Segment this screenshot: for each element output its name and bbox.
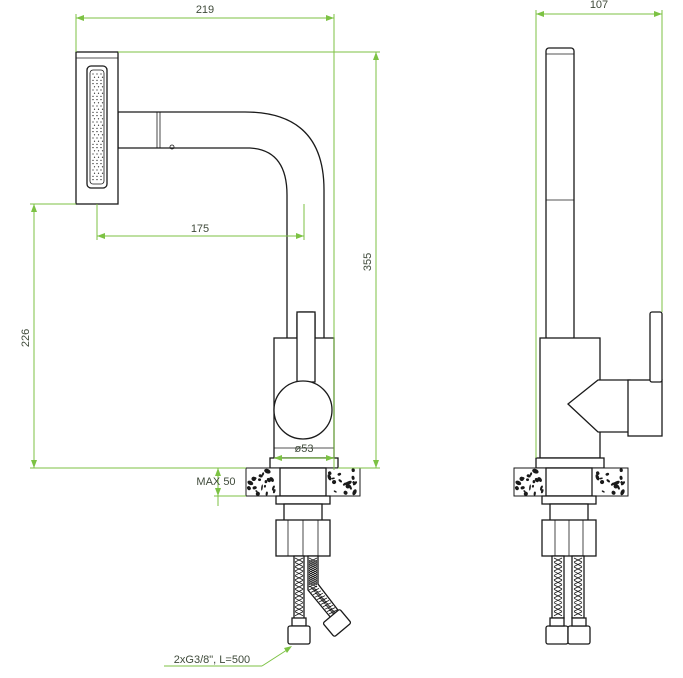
spout-reach-label: 175 (191, 223, 209, 235)
spout-pipe (117, 111, 325, 341)
hose-left (293, 555, 305, 621)
fixing-nut (275, 495, 331, 505)
side-handle-lever (649, 311, 663, 383)
hose-spec-label: 2xG3/8", L=500 (174, 654, 250, 666)
spout-height-label: 226 (20, 329, 32, 347)
max-deck-thickness-label: MAX 50 (196, 476, 235, 488)
spray-nozzle-holes (92, 73, 104, 181)
hose-nut-left (287, 625, 311, 645)
front-view (75, 51, 361, 645)
hose-nut-right (322, 609, 352, 637)
hose-leader-line (261, 647, 291, 667)
body-diameter-label: ø53 (295, 443, 314, 455)
side-view (513, 47, 663, 645)
dimension-annotations: 219 107 175 355 226 ø53 (20, 0, 663, 667)
overall-width-label: 219 (196, 4, 214, 16)
side-depth-label: 107 (590, 0, 608, 11)
handle-hub (273, 380, 333, 440)
side-spout-tube (545, 47, 575, 341)
overall-height-label: 355 (362, 253, 374, 271)
side-handle-cap (627, 379, 663, 437)
